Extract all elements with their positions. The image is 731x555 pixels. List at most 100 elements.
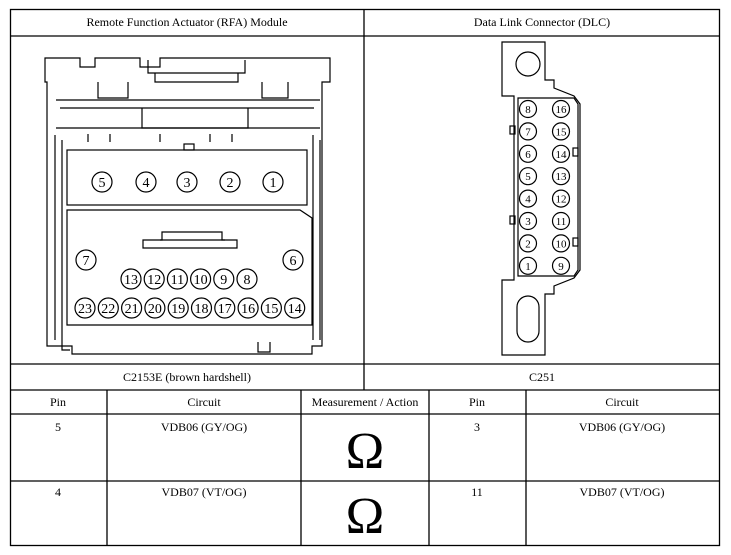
table-row: 5 VDB06 (GY/OG) Ω 3 VDB06 (GY/OG): [55, 420, 665, 480]
pin-marker: 2: [219, 171, 241, 193]
pin-marker: 12: [551, 189, 571, 208]
pin-marker: 7: [75, 249, 97, 271]
pin-marker: 13: [551, 167, 571, 186]
pin-marker: 3: [518, 211, 538, 231]
ohm-icon: Ω: [346, 423, 385, 480]
pin-number: 6: [525, 149, 531, 161]
pin-number: 12: [556, 194, 567, 206]
pin-number: 3: [184, 176, 191, 191]
pin-circle: [121, 297, 143, 319]
pin-number: 2: [227, 176, 234, 191]
pin-marker: 13: [120, 268, 142, 290]
pin-marker: 8: [518, 99, 538, 119]
rfa-connector-label: C2153E (brown hardshell): [123, 370, 251, 384]
pin-marker: 16: [237, 297, 259, 319]
pin-marker: 3: [176, 171, 198, 193]
pin-circle: [518, 99, 538, 119]
pin-circle: [97, 297, 119, 319]
pin-circle: [176, 171, 198, 193]
pin-marker: 22: [97, 297, 119, 319]
pin-marker: 17: [214, 297, 236, 319]
ohm-icon: Ω: [346, 488, 385, 545]
pin-marker: 23: [74, 297, 96, 319]
pin-circle: [518, 167, 538, 186]
pin-circle: [236, 268, 258, 290]
header-circuit-a: Circuit: [187, 395, 221, 409]
pin-number: 7: [83, 254, 90, 269]
pin-circle: [91, 171, 113, 193]
pin-marker: 5: [91, 171, 113, 193]
pin-number: 8: [525, 104, 531, 116]
pin-marker: 11: [551, 211, 571, 231]
pin-number: 12: [147, 273, 161, 288]
pin-circle: [551, 144, 571, 163]
pin-number: 5: [99, 176, 106, 191]
pin-circle: [262, 171, 284, 193]
pin-marker: 5: [518, 167, 538, 186]
pin-circle: [551, 167, 571, 186]
pin-number: 2: [525, 238, 531, 250]
pin-marker: 12: [143, 268, 165, 290]
pin-circle: [551, 211, 571, 231]
pin-number: 18: [195, 302, 209, 317]
pin-number: 9: [220, 273, 227, 288]
pin-marker: 10: [551, 234, 571, 253]
pin-marker: 8: [236, 268, 258, 290]
pin-marker: 4: [518, 189, 538, 208]
pin-marker: 2: [518, 234, 538, 253]
rfa-connector-drawing: [44, 57, 331, 355]
pin-marker: 6: [282, 249, 304, 271]
header-pin-a: Pin: [50, 395, 66, 409]
pin-number: 23: [78, 302, 92, 317]
pin-marker: 1: [518, 256, 538, 275]
pin-number: 15: [556, 126, 568, 138]
pin-marker: 20: [144, 297, 166, 319]
row-circuit-a: VDB06 (GY/OG): [161, 420, 247, 434]
pin-circle: [143, 268, 165, 290]
outer-frame: [9, 8, 721, 547]
pin-number: 4: [143, 176, 150, 191]
pin-number: 13: [124, 273, 138, 288]
pin-circle: [214, 297, 236, 319]
pin-marker: 21: [121, 297, 143, 319]
pin-number: 5: [525, 171, 531, 183]
pin-number: 14: [288, 302, 302, 317]
pin-marker: 6: [518, 144, 538, 163]
pin-number: 15: [264, 302, 278, 317]
pin-circle: [282, 249, 304, 271]
pin-circle: [551, 99, 571, 119]
pin-marker: 10: [190, 268, 212, 290]
row-circuit-a: VDB07 (VT/OG): [162, 485, 247, 499]
dlc-title: Data Link Connector (DLC): [474, 15, 610, 29]
row-circuit-b: VDB07 (VT/OG): [580, 485, 665, 499]
pin-marker: 14: [284, 297, 306, 319]
pin-marker: 4: [135, 171, 157, 193]
pin-circle: [551, 122, 571, 141]
pin-number: 19: [171, 302, 185, 317]
pin-number: 4: [525, 194, 531, 206]
pin-number: 10: [194, 273, 208, 288]
pin-circle: [518, 122, 538, 141]
pin-number: 21: [125, 302, 139, 317]
dlc-connector-drawing: [501, 41, 581, 356]
pin-circle: [135, 171, 157, 193]
pin-circle: [213, 268, 235, 290]
pin-number: 1: [270, 176, 277, 191]
pin-number: 9: [558, 261, 564, 273]
pin-number: 8: [244, 273, 251, 288]
pin-circle: [551, 256, 571, 275]
pin-number: 7: [525, 126, 531, 138]
pin-number: 16: [241, 302, 255, 317]
table-row: 4 VDB07 (VT/OG) Ω 11 VDB07 (VT/OG): [55, 485, 665, 545]
pin-number: 20: [148, 302, 162, 317]
pin-circle: [518, 189, 538, 208]
pin-circle: [166, 268, 188, 290]
pin-marker: 16: [551, 99, 571, 119]
pin-circle: [75, 249, 97, 271]
pin-number: 17: [218, 302, 232, 317]
pin-circle: [284, 297, 306, 319]
row-pin-b: 3: [474, 420, 480, 434]
pin-circle: [551, 234, 571, 253]
pin-number: 3: [525, 216, 531, 228]
